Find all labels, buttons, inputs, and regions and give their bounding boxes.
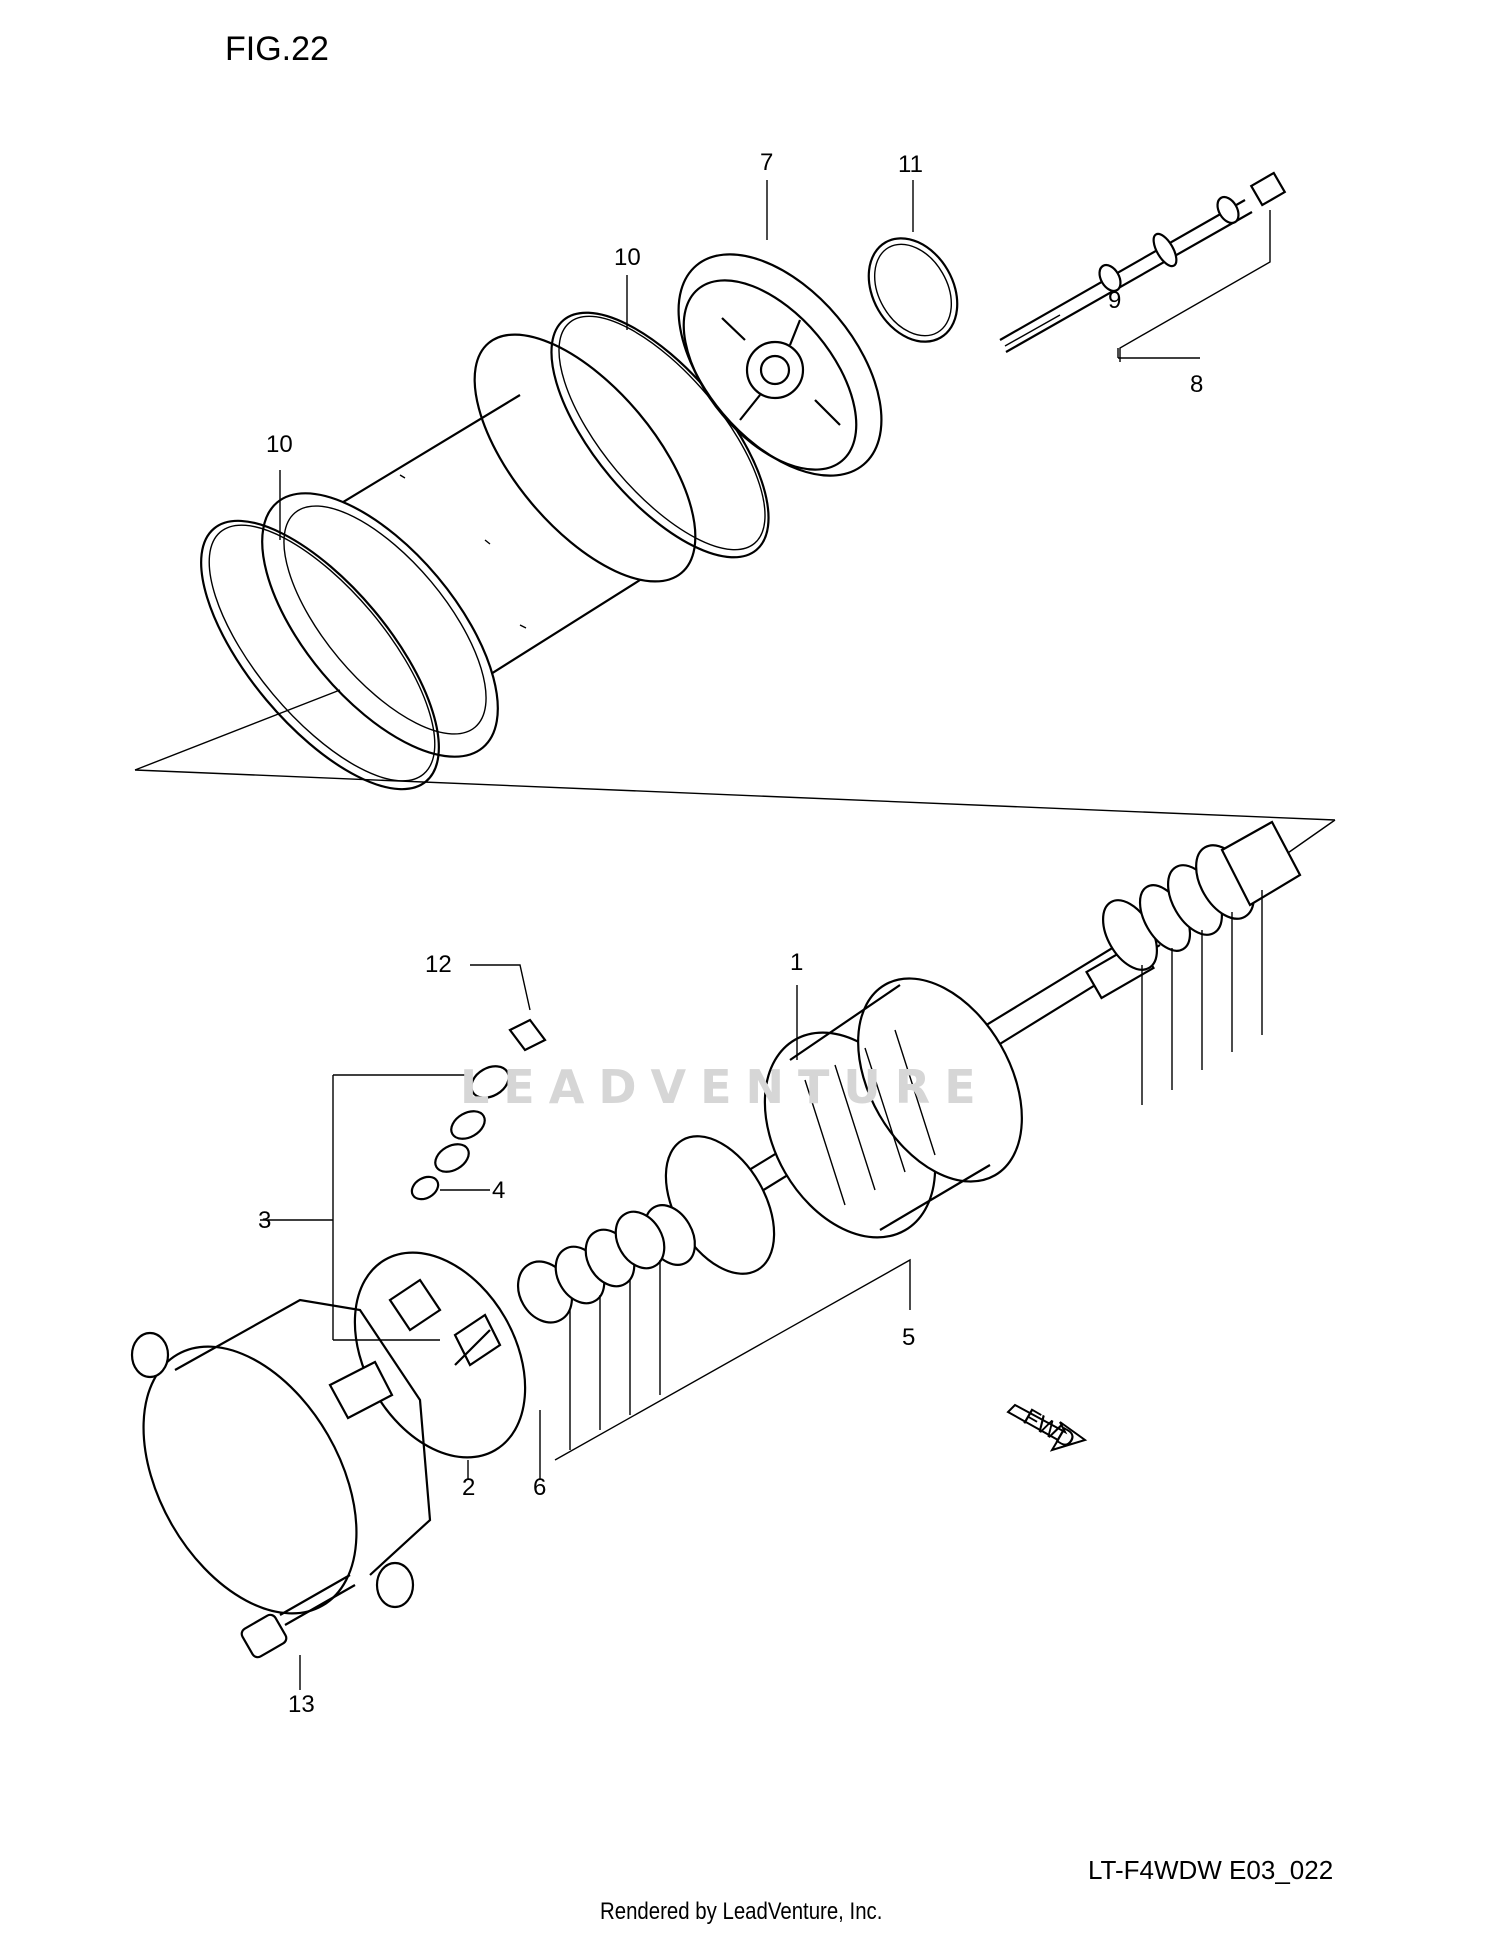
armature-part[interactable] xyxy=(635,924,1161,1292)
fwd-direction-badge: FWD xyxy=(1006,1404,1088,1455)
o-ring-front-part[interactable] xyxy=(160,484,479,827)
end-cover-part[interactable] xyxy=(639,217,921,513)
fwd-label: FWD xyxy=(1019,1404,1080,1455)
washer-set-right-part[interactable] xyxy=(1092,820,1302,1105)
washer-set-left-part[interactable] xyxy=(507,1203,674,1450)
callout-5: 5 xyxy=(902,1324,915,1351)
callout-6: 6 xyxy=(533,1474,546,1501)
terminal-set-part[interactable] xyxy=(408,1018,547,1204)
callout-3: 3 xyxy=(258,1207,271,1234)
callout-1: 1 xyxy=(790,949,803,976)
through-screw-part[interactable] xyxy=(999,171,1287,362)
brush-holder-part[interactable] xyxy=(320,1222,560,1488)
callout-10-rear: 10 xyxy=(614,244,641,271)
callout-13: 13 xyxy=(288,1691,315,1718)
o-ring-small-part[interactable] xyxy=(851,222,975,357)
section-guide-line xyxy=(134,689,341,771)
figure-title: FIG.22 xyxy=(225,30,329,68)
callout-8: 8 xyxy=(1190,371,1203,398)
callout-10-front: 10 xyxy=(266,431,293,458)
watermark-text: LEADVENTURE xyxy=(460,1060,990,1114)
render-credit: Rendered by LeadVenture, Inc. xyxy=(600,1898,883,1925)
callout-4: 4 xyxy=(492,1177,505,1204)
callout-2: 2 xyxy=(462,1474,475,1501)
callout-9: 9 xyxy=(1108,287,1121,314)
callout-11: 11 xyxy=(898,151,923,178)
mounting-bolt-part[interactable] xyxy=(240,1574,356,1659)
reference-code: LT-F4WDW E03_022 xyxy=(1088,1855,1334,1885)
front-cover-part[interactable] xyxy=(100,1298,432,1651)
section-guide-line xyxy=(134,769,1336,856)
callout-7: 7 xyxy=(760,149,773,176)
callout-leaders xyxy=(260,180,1200,1690)
callout-12: 12 xyxy=(425,951,452,978)
